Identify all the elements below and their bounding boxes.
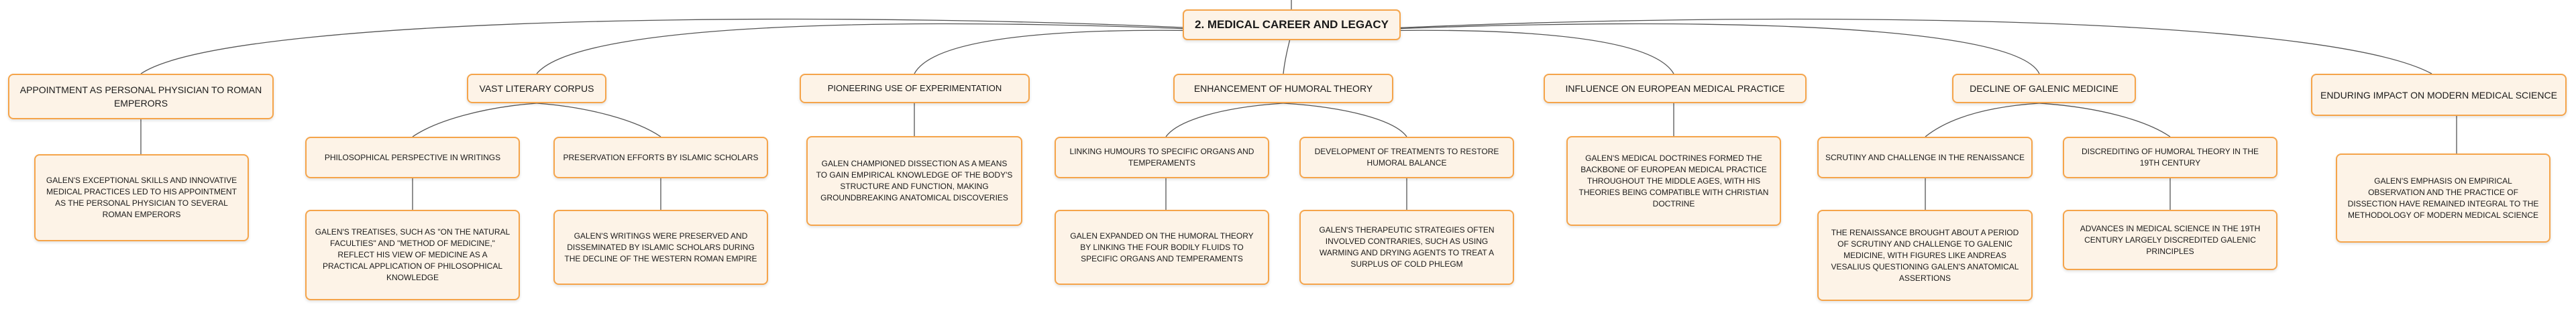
subbranch-label: DISCREDITING OF HUMORAL THEORY IN THE 19… xyxy=(2081,147,2259,168)
leaf-text: GALEN'S THERAPEUTIC STRATEGIES OFTEN INV… xyxy=(1319,225,1495,269)
leaf-node-physician[interactable]: GALEN'S EXCEPTIONAL SKILLS AND INNOVATIV… xyxy=(34,154,249,241)
subbranch-node-philosophical[interactable]: PHILOSOPHICAL PERSPECTIVE IN WRITINGS xyxy=(305,137,520,178)
leaf-node-linking-humours[interactable]: GALEN EXPANDED ON THE HUMORAL THEORY BY … xyxy=(1055,210,1269,285)
subbranch-node-19th-century[interactable]: DISCREDITING OF HUMORAL THEORY IN THE 19… xyxy=(2063,137,2277,178)
branch-node-humoral-theory[interactable]: ENHANCEMENT OF HUMORAL THEORY xyxy=(1173,74,1393,103)
root-node[interactable]: 2. MEDICAL CAREER AND LEGACY xyxy=(1183,9,1401,40)
leaf-node-19th-century[interactable]: ADVANCES IN MEDICAL SCIENCE IN THE 19TH … xyxy=(2063,210,2277,270)
leaf-text: GALEN'S EMPHASIS ON EMPIRICAL OBSERVATIO… xyxy=(2347,176,2539,220)
leaf-node-renaissance[interactable]: THE RENAISSANCE BROUGHT ABOUT A PERIOD O… xyxy=(1817,210,2033,301)
edge-b5-c1 xyxy=(2039,103,2171,137)
branch-label: ENHANCEMENT OF HUMORAL THEORY xyxy=(1193,83,1373,94)
leaf-text: THE RENAISSANCE BROUGHT ABOUT A PERIOD O… xyxy=(1831,227,2019,283)
leaf-text: GALEN CHAMPIONED DISSECTION AS A MEANS T… xyxy=(816,159,1013,202)
leaf-node-philosophical[interactable]: GALEN'S TREATISES, SUCH AS "ON THE NATUR… xyxy=(305,210,520,300)
subbranch-label: SCRUTINY AND CHALLENGE IN THE RENAISSANC… xyxy=(1825,152,2025,162)
edge-root-b6 xyxy=(1291,18,2432,74)
root-label: 2. MEDICAL CAREER AND LEGACY xyxy=(1194,18,1389,31)
branch-node-decline[interactable]: DECLINE OF GALENIC MEDICINE xyxy=(1952,74,2136,103)
leaf-node-preservation[interactable]: GALEN'S WRITINGS WERE PRESERVED AND DISS… xyxy=(553,210,768,285)
branch-label: DECLINE OF GALENIC MEDICINE xyxy=(1970,83,2118,94)
edge-b3-c1 xyxy=(1283,103,1407,137)
edge-b5-c0 xyxy=(1925,103,2040,137)
branch-label: APPOINTMENT AS PERSONAL PHYSICIAN TO ROM… xyxy=(19,84,262,109)
edge-root-b0 xyxy=(140,18,1292,74)
branch-label: VAST LITERARY CORPUS xyxy=(479,83,594,94)
edge-b1-c1 xyxy=(536,103,661,137)
edge-root-b5 xyxy=(1291,23,2040,74)
branch-node-literary-corpus[interactable]: VAST LITERARY CORPUS xyxy=(467,74,606,103)
leaf-node-european-practice[interactable]: GALEN'S MEDICAL DOCTRINES FORMED THE BAC… xyxy=(1566,136,1781,226)
subbranch-node-linking-humours[interactable]: LINKING HUMOURS TO SPECIFIC ORGANS AND T… xyxy=(1055,137,1269,178)
subbranch-label: DEVELOPMENT OF TREATMENTS TO RESTORE HUM… xyxy=(1314,147,1499,168)
subbranch-label: PRESERVATION EFFORTS BY ISLAMIC SCHOLARS xyxy=(563,152,759,162)
leaf-text: GALEN'S TREATISES, SUCH AS "ON THE NATUR… xyxy=(315,227,511,282)
leaf-text: GALEN'S MEDICAL DOCTRINES FORMED THE BAC… xyxy=(1578,153,1769,208)
edge-root-b1 xyxy=(536,23,1292,74)
branch-node-physician[interactable]: APPOINTMENT AS PERSONAL PHYSICIAN TO ROM… xyxy=(8,74,274,119)
subbranch-node-preservation[interactable]: PRESERVATION EFFORTS BY ISLAMIC SCHOLARS xyxy=(553,137,768,178)
leaf-text: GALEN'S EXCEPTIONAL SKILLS AND INNOVATIV… xyxy=(46,176,237,219)
branch-node-experimentation[interactable]: PIONEERING USE OF EXPERIMENTATION xyxy=(800,74,1030,103)
subbranch-label: PHILOSOPHICAL PERSPECTIVE IN WRITINGS xyxy=(324,152,501,162)
leaf-node-treatments[interactable]: GALEN'S THERAPEUTIC STRATEGIES OFTEN INV… xyxy=(1299,210,1514,285)
branch-label: INFLUENCE ON EUROPEAN MEDICAL PRACTICE xyxy=(1565,83,1785,94)
edge-b1-c0 xyxy=(412,103,537,137)
leaf-text: ADVANCES IN MEDICAL SCIENCE IN THE 19TH … xyxy=(2080,223,2261,256)
branch-label: PIONEERING USE OF EXPERIMENTATION xyxy=(827,83,1002,93)
branch-node-modern-impact[interactable]: ENDURING IMPACT ON MODERN MEDICAL SCIENC… xyxy=(2311,74,2567,116)
edge-b3-c0 xyxy=(1165,103,1284,137)
leaf-text: GALEN'S WRITINGS WERE PRESERVED AND DISS… xyxy=(564,231,757,263)
subbranch-node-treatments[interactable]: DEVELOPMENT OF TREATMENTS TO RESTORE HUM… xyxy=(1299,137,1514,178)
subbranch-node-renaissance[interactable]: SCRUTINY AND CHALLENGE IN THE RENAISSANC… xyxy=(1817,137,2033,178)
leaf-text: GALEN EXPANDED ON THE HUMORAL THEORY BY … xyxy=(1070,231,1254,263)
leaf-node-experimentation[interactable]: GALEN CHAMPIONED DISSECTION AS A MEANS T… xyxy=(806,136,1022,226)
branch-node-european-practice[interactable]: INFLUENCE ON EUROPEAN MEDICAL PRACTICE xyxy=(1544,74,1807,103)
branch-label: ENDURING IMPACT ON MODERN MEDICAL SCIENC… xyxy=(2320,89,2557,101)
leaf-node-modern-impact[interactable]: GALEN'S EMPHASIS ON EMPIRICAL OBSERVATIO… xyxy=(2336,153,2551,243)
subbranch-label: LINKING HUMOURS TO SPECIFIC ORGANS AND T… xyxy=(1069,147,1254,168)
